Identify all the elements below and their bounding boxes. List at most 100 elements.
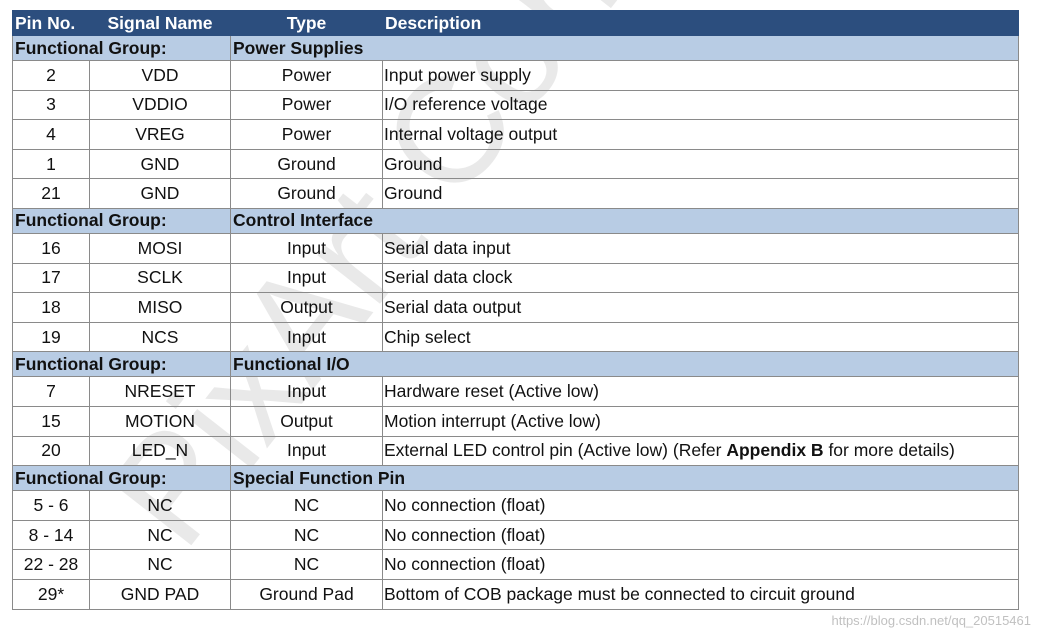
description-cell: I/O reference voltage [382,89,1019,121]
description-cell: Serial data input [382,232,1019,264]
group-label: Functional Group: [12,465,231,492]
pin-number-cell: 1 [12,148,90,180]
source-watermark: https://blog.csdn.net/qq_20515461 [831,613,1032,628]
signal-name-cell: VDD [89,60,231,91]
type-cell: Input [230,262,383,294]
signal-name-cell: SCLK [89,262,231,294]
type-cell: Ground Pad [230,578,383,610]
type-cell: Output [230,405,383,437]
type-cell: NC [230,519,383,551]
description-cell: Motion interrupt (Active low) [382,405,1019,437]
group-label: Functional Group: [12,351,231,378]
description-cell: Hardware reset (Active low) [382,376,1019,407]
description-text: External LED control pin (Active low) (R… [384,440,727,461]
description-cell: Internal voltage output [382,119,1019,150]
pin-number-cell: 17 [12,262,90,294]
type-cell: Power [230,89,383,121]
signal-name-cell: MOTION [89,405,231,437]
group-label: Functional Group: [12,207,231,234]
type-cell: Input [230,376,383,407]
pin-number-cell: 21 [12,178,90,209]
pin-number-cell: 7 [12,376,90,407]
group-row: Functional Group:Special Function Pin [12,465,1019,492]
pin-definition-table: Pin No. Signal Name Type Description Fun… [12,10,1019,610]
group-row: Functional Group:Functional I/O [12,351,1019,378]
type-cell: Input [230,321,383,353]
header-type: Type [230,10,383,36]
pin-number-cell: 8 - 14 [12,519,90,551]
signal-name-cell: NC [89,549,231,580]
pin-number-cell: 18 [12,292,90,323]
group-row: Functional Group:Control Interface [12,207,1019,234]
type-cell: Output [230,292,383,323]
description-cell: Chip select [382,321,1019,353]
group-row: Functional Group:Power Supplies [12,35,1019,61]
signal-name-cell: NRESET [89,376,231,407]
description-cell: Serial data output [382,292,1019,323]
signal-name-cell: NCS [89,321,231,353]
signal-name-cell: VREG [89,119,231,150]
table-header-row: Pin No. Signal Name Type Description [12,10,1019,36]
description-text: for more details) [823,440,955,461]
pin-number-cell: 3 [12,89,90,121]
pin-number-cell: 5 - 6 [12,490,90,521]
description-cell: Serial data clock [382,262,1019,294]
pin-number-cell: 19 [12,321,90,353]
signal-name-cell: GND [89,178,231,209]
signal-name-cell: LED_N [89,435,231,467]
type-cell: Input [230,435,383,467]
signal-name-cell: GND PAD [89,578,231,610]
type-cell: Input [230,232,383,264]
description-cell: No connection (float) [382,519,1019,551]
appendix-reference: Appendix B [726,440,824,461]
group-name: Functional I/O [230,351,1019,378]
type-cell: Ground [230,148,383,180]
signal-name-cell: GND [89,148,231,180]
description-cell: Input power supply [382,60,1019,91]
pin-number-cell: 4 [12,119,90,150]
pin-number-cell: 16 [12,232,90,264]
signal-name-cell: NC [89,519,231,551]
signal-name-cell: MOSI [89,232,231,264]
type-cell: Power [230,60,383,91]
description-cell: No connection (float) [382,490,1019,521]
description-cell: External LED control pin (Active low) (R… [382,435,1019,467]
pin-number-cell: 20 [12,435,90,467]
signal-name-cell: MISO [89,292,231,323]
group-name: Special Function Pin [230,465,1019,492]
description-cell: No connection (float) [382,549,1019,580]
signal-name-cell: VDDIO [89,89,231,121]
pin-number-cell: 2 [12,60,90,91]
pin-number-cell: 15 [12,405,90,437]
description-cell: Ground [382,178,1019,209]
type-cell: NC [230,490,383,521]
pin-number-cell: 29* [12,578,90,610]
group-name: Control Interface [230,207,1019,234]
description-cell: Bottom of COB package must be connected … [382,578,1019,610]
type-cell: Power [230,119,383,150]
signal-name-cell: NC [89,490,231,521]
header-description: Description [382,10,1019,36]
group-label: Functional Group: [12,35,231,61]
type-cell: NC [230,549,383,580]
header-pin-no: Pin No. [12,10,90,36]
group-name: Power Supplies [230,35,1019,61]
description-cell: Ground [382,148,1019,180]
pin-number-cell: 22 - 28 [12,549,90,580]
